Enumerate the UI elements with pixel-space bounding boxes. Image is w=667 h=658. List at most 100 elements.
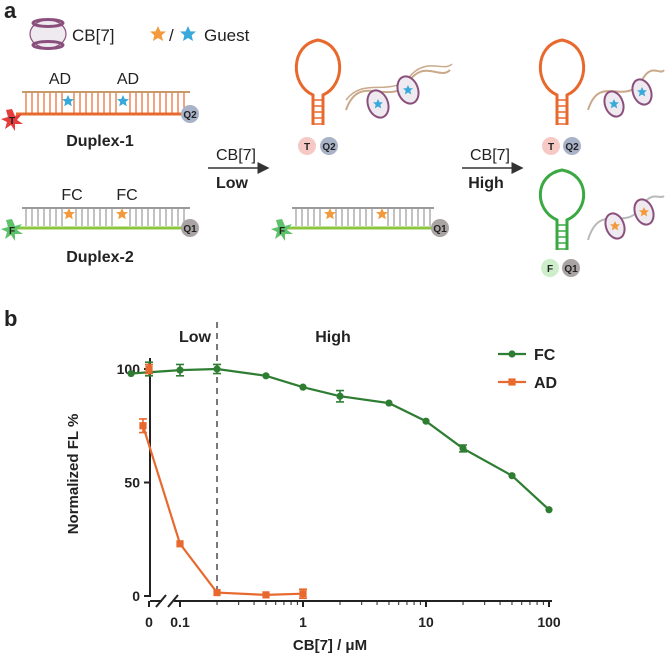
star-blue-icon [62, 95, 74, 107]
duplex-1: AD AD T Q2 Duplex-1 [1, 71, 199, 150]
legend-cb7: CB[7] [29, 18, 115, 50]
legend-guest: / Guest [150, 26, 250, 45]
hairpin-orange-fluor-label: T [304, 142, 310, 153]
data-point-fc [299, 383, 307, 391]
arrow-high-level: High [468, 175, 504, 192]
x-axis-label: CB[7] / μM [293, 637, 367, 654]
data-point-fc [508, 472, 516, 480]
x-tick-label: 10 [418, 614, 434, 630]
data-point-fc [385, 399, 393, 407]
arrow-high: CB[7] High [462, 147, 524, 192]
data-point-fc [336, 392, 344, 400]
x-tick-label: 100 [537, 614, 561, 630]
fluorophore-quenched-icon [542, 137, 560, 155]
star-orange-icon [150, 26, 166, 41]
quencher-icon [563, 137, 581, 155]
star-blue-icon [403, 85, 413, 95]
duplex-2-quencher-label: Q1 [183, 224, 197, 235]
legend-separator: / [169, 26, 174, 45]
data-point-fc [127, 369, 135, 378]
x-tick-label: 0.1 [170, 614, 190, 630]
star-blue-icon [637, 87, 647, 97]
legend-cb7-label: CB[7] [72, 26, 115, 45]
fluorophore-burst-icon [1, 219, 23, 241]
quencher-icon [181, 105, 199, 123]
fluorophore-burst-icon [271, 219, 293, 241]
star-blue-icon [117, 95, 129, 107]
data-point-ad [262, 591, 270, 599]
arrow-low-label: CB[7] [216, 147, 256, 164]
star-blue-icon [180, 26, 196, 41]
star-blue-icon [373, 99, 383, 109]
duplex-2-title: Duplex-2 [66, 249, 134, 266]
axis-break-mark [167, 594, 179, 608]
panel-a-letter: a [4, 0, 17, 23]
data-point-fc [545, 506, 553, 514]
data-point-ad [176, 540, 184, 548]
panel-b-letter: b [4, 306, 17, 331]
star-orange-icon [116, 208, 128, 220]
data-point-fc [262, 372, 270, 380]
data-point-fc [213, 365, 221, 373]
arrow-low: CB[7] Low [208, 147, 270, 192]
hairpin-orange-right: T Q2 [538, 38, 665, 155]
star-blue-icon [609, 99, 619, 109]
quencher-icon [431, 219, 449, 237]
legend-guest-label: Guest [204, 26, 250, 45]
data-point-ad [213, 588, 221, 597]
duplex-1-fluor-label: T [9, 116, 15, 127]
fluorophore-burst-icon [1, 109, 23, 131]
hairpin-orange-right-quencher-label: Q2 [565, 142, 579, 153]
data-point-fc [176, 366, 184, 374]
quencher-icon [562, 259, 580, 277]
region-high-label: High [315, 329, 351, 346]
series-line-ad [141, 425, 304, 597]
data-point-ad [139, 422, 147, 430]
legend-marker [508, 378, 516, 386]
duplex-2-intact: F Q1 [271, 207, 449, 241]
legend-label: FC [534, 347, 556, 364]
axis-break-mark [155, 594, 167, 608]
hairpin-green-right: F Q1 [538, 168, 665, 277]
cb7-guest-complexes-ad [345, 63, 453, 119]
duplex-2-intact-fluor-label: F [279, 226, 285, 237]
x-tick-label: 0 [145, 614, 153, 630]
x-tick-label: 1 [299, 614, 307, 630]
y-tick-label: 50 [124, 475, 140, 491]
hairpin-orange-quencher-label: Q2 [322, 142, 336, 153]
data-point-fc [422, 417, 430, 425]
y-tick-label: 0 [132, 588, 140, 604]
duplex-2: FC FC F Q1 Duplex-2 [1, 187, 199, 266]
duplex-1-title: Duplex-1 [66, 133, 134, 150]
duplex-2-intact-quencher-label: Q1 [433, 224, 447, 235]
duplex-2-fluor-label: F [9, 226, 15, 237]
fluorophore-bright-icon [541, 259, 559, 277]
star-orange-icon [376, 208, 388, 220]
fluorophore-quenched-icon [298, 137, 316, 155]
duplex-2-guest-label: FC [61, 187, 82, 204]
y-axis-label: Normalized FL % [65, 414, 82, 535]
duplex-1-quencher-label: Q2 [183, 110, 197, 121]
data-point-ad [299, 590, 307, 598]
duplex-1-guest-label: AD [49, 71, 71, 88]
star-orange-icon [63, 208, 75, 220]
duplex-1-guest-label: AD [117, 71, 139, 88]
arrow-low-level: Low [216, 175, 249, 192]
hairpin-green-quencher-label: Q1 [564, 264, 578, 275]
hairpin-green-fluor-label: F [547, 264, 553, 275]
duplex-2-guest-label: FC [116, 187, 137, 204]
region-low-label: Low [179, 329, 212, 346]
star-orange-icon [639, 207, 649, 217]
data-point-fc [459, 444, 467, 453]
arrow-high-label: CB[7] [470, 147, 510, 164]
legend-marker [508, 350, 516, 358]
hairpin-orange: T Q2 [294, 38, 342, 155]
data-point-ad [145, 365, 153, 373]
star-orange-icon [324, 208, 336, 220]
quencher-icon [320, 137, 338, 155]
quencher-icon [181, 219, 199, 237]
panel-a: a CB[7] / Guest AD AD T [1, 0, 665, 277]
